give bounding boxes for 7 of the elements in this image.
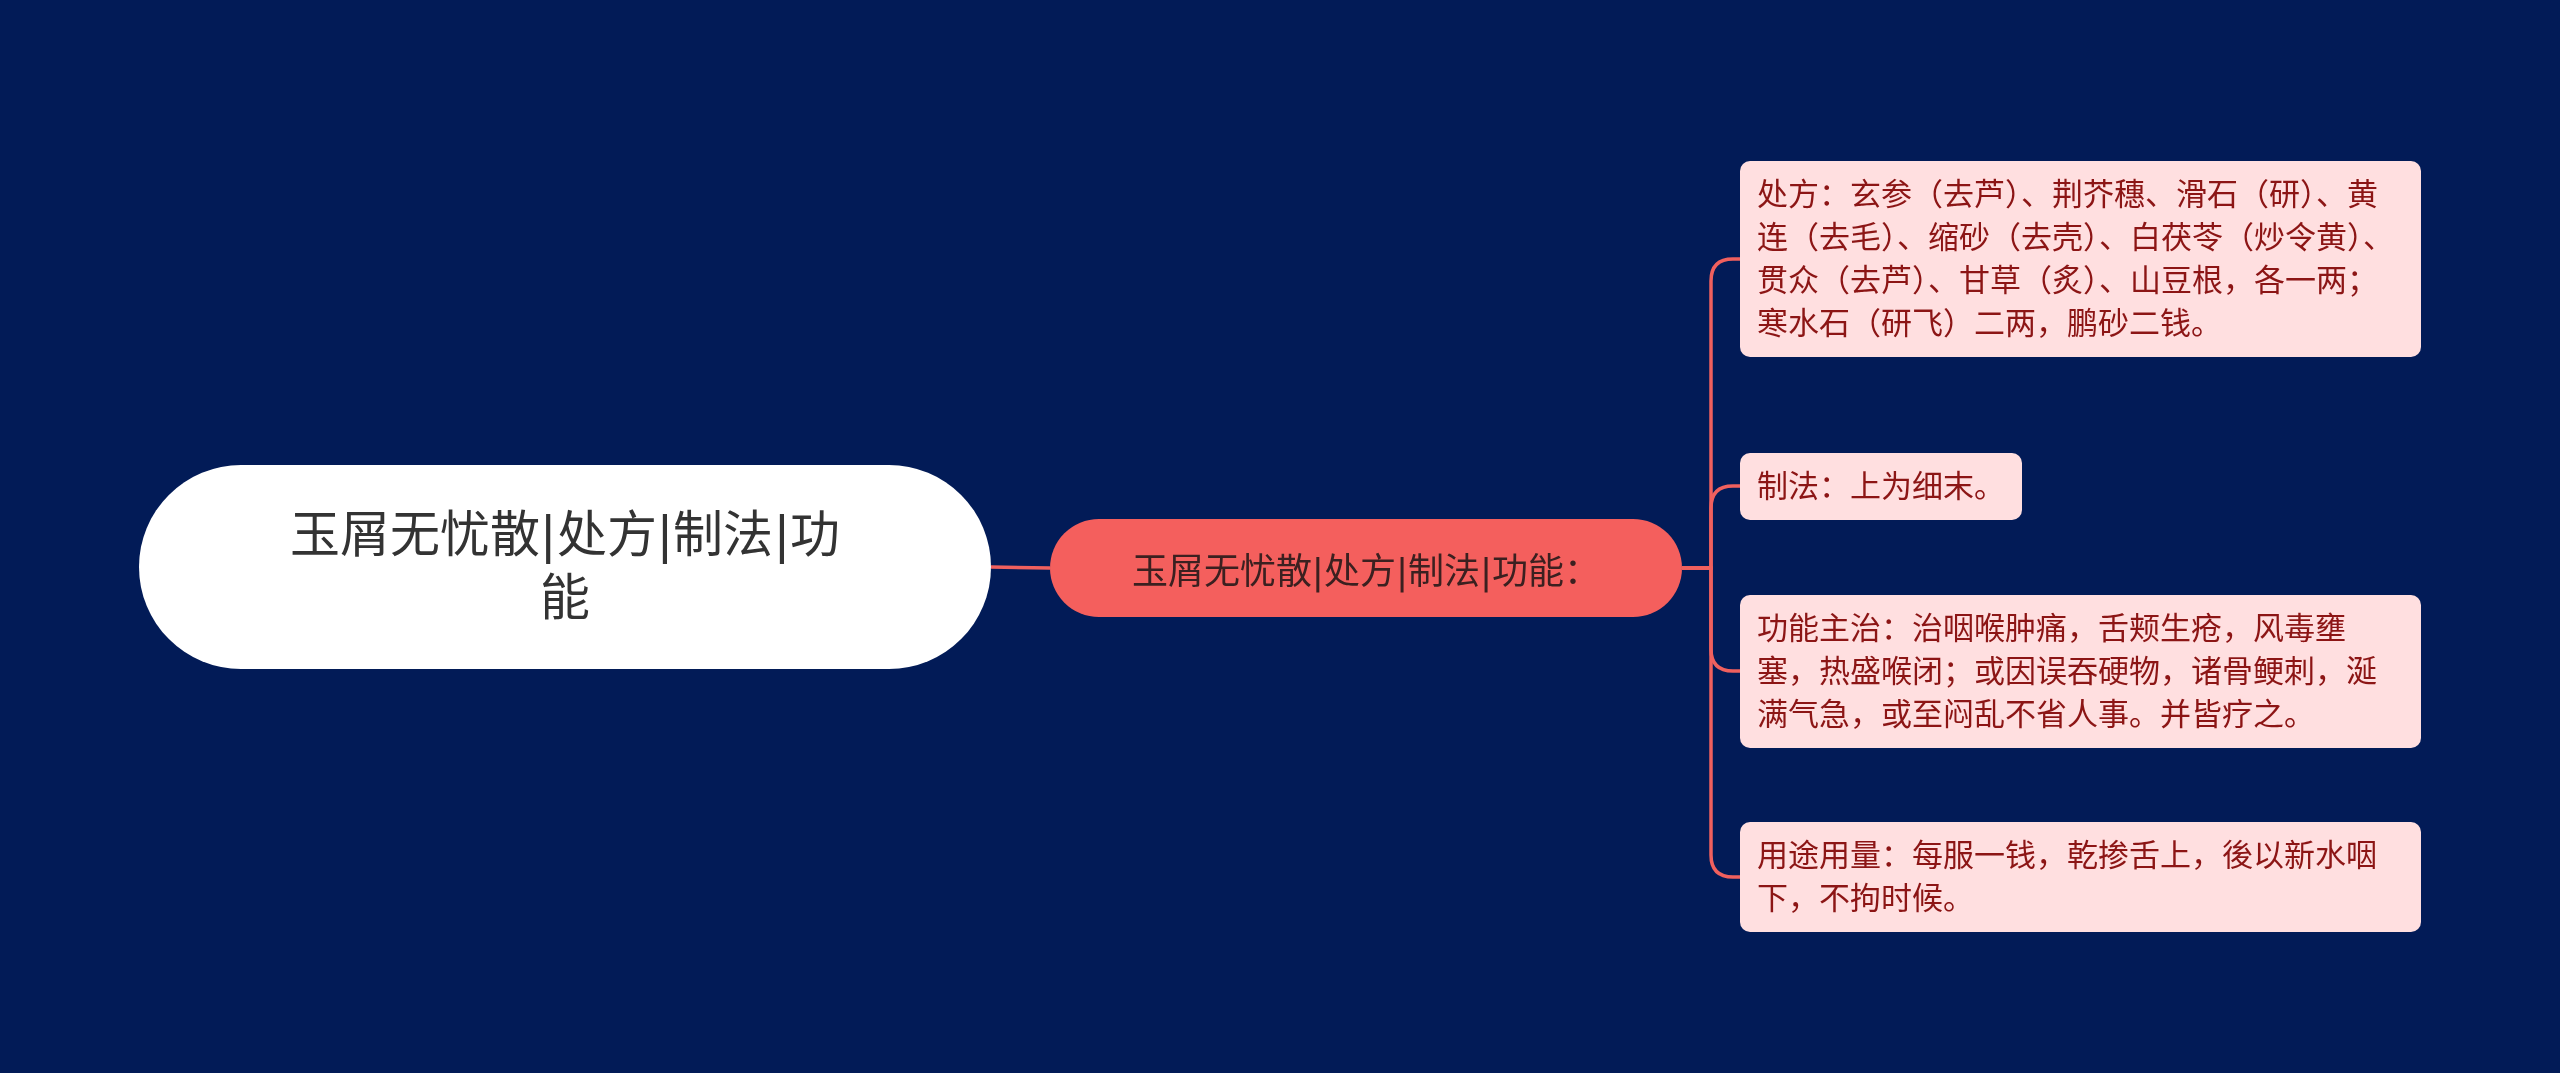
connector-line (990, 565, 1051, 570)
note-card: 制法：上为细末。 (1740, 452, 2022, 520)
note-card: 功能主治：治咽喉肿痛，舌颊生疮，风毒壅塞，热盛喉闭；或因误吞硬物，诸骨鲠刺，涎满气急，或至闷乱不省人事。并皆疗之。 (1740, 594, 2421, 748)
subtopic-pill: 玉屑无忧散|处方|制法|功能： (1050, 519, 1682, 617)
central-topic: 玉屑无忧散|处方|制法|功能 (139, 465, 991, 669)
note-card: 用途用量：每服一钱，乾掺舌上，後以新水咽下，不拘时候。 (1740, 822, 2421, 932)
note-card: 处方：玄参（去芦）、荆芥穗、滑石（研）、黄连（去毛）、缩砂（去壳）、白茯苓（炒令黄）、贯众（去芦）、甘草（炙）、山豆根，各一两；寒水石（研飞）二两，鹏砂二钱。 (1740, 161, 2421, 357)
